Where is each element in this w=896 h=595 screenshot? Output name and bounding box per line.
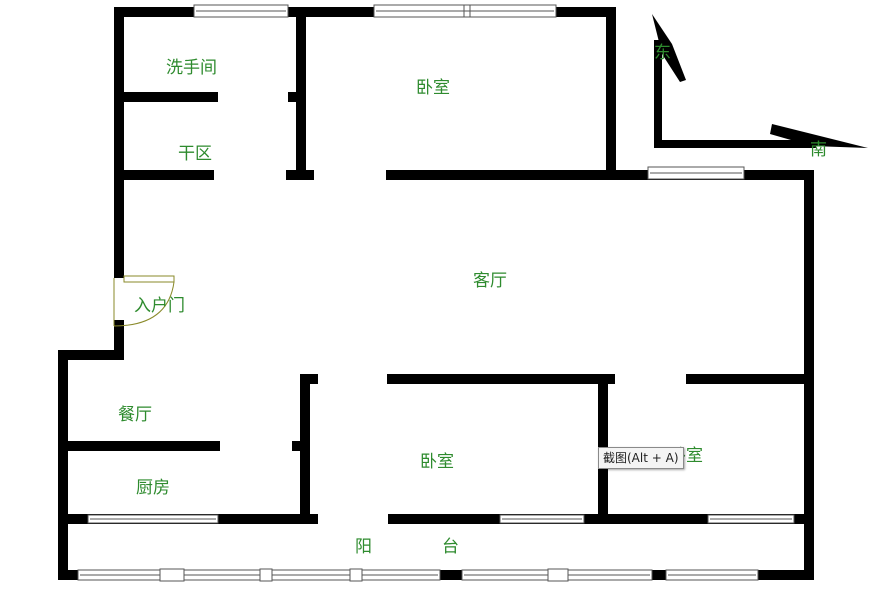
wall-living-bottom <box>387 374 615 384</box>
wall-left-mid <box>114 320 124 360</box>
wall-step <box>58 350 124 360</box>
label-bedroom-bottom: 卧室 <box>420 452 454 472</box>
compass-south-arrow-icon <box>770 124 868 148</box>
label-kitchen: 厨房 <box>136 478 170 498</box>
compass-east-arrow-icon <box>652 14 686 82</box>
wall-dry-bottom <box>124 170 214 180</box>
room-labels: 洗手间 卧室 干区 客厅 入户门 餐厅 卧室 卧室 厨房 阳 台 东 南 <box>118 43 827 557</box>
wall-bedroom-top-left <box>296 7 306 180</box>
label-bedroom-top: 卧室 <box>416 78 450 98</box>
label-entrance: 入户门 <box>134 296 185 316</box>
label-balcony-right: 台 <box>442 537 459 557</box>
label-balcony-left: 阳 <box>355 537 372 557</box>
wall-top-left <box>114 7 616 17</box>
label-living-room: 客厅 <box>473 271 507 291</box>
wall-bath-divider <box>124 92 218 102</box>
label-dining-room: 餐厅 <box>118 405 152 425</box>
label-bathroom: 洗手间 <box>166 58 217 78</box>
screenshot-tooltip: 截图(Alt + A) <box>598 447 684 469</box>
label-dry-area: 干区 <box>178 144 212 164</box>
compass-south-label: 南 <box>810 140 827 160</box>
wall-dry-stub <box>286 170 314 180</box>
wall-left-upper <box>114 7 124 278</box>
windows <box>77 4 795 582</box>
wall-top-right <box>386 170 814 180</box>
wall-living-bottom-right <box>686 374 814 384</box>
door-swing <box>113 281 175 327</box>
compass <box>652 14 868 148</box>
compass-east-line <box>654 40 662 146</box>
wall-left-lower <box>58 350 68 580</box>
wall-kitchen-stub <box>292 441 308 451</box>
wall-kitchen-divider <box>68 441 220 451</box>
door-leaf <box>123 275 175 283</box>
compass-south-line <box>654 140 816 148</box>
wall-right-upper-bedroom <box>606 7 616 180</box>
entry-door <box>113 275 175 327</box>
wall-balcony-right <box>388 514 814 524</box>
compass-east-label: 东 <box>654 43 671 63</box>
